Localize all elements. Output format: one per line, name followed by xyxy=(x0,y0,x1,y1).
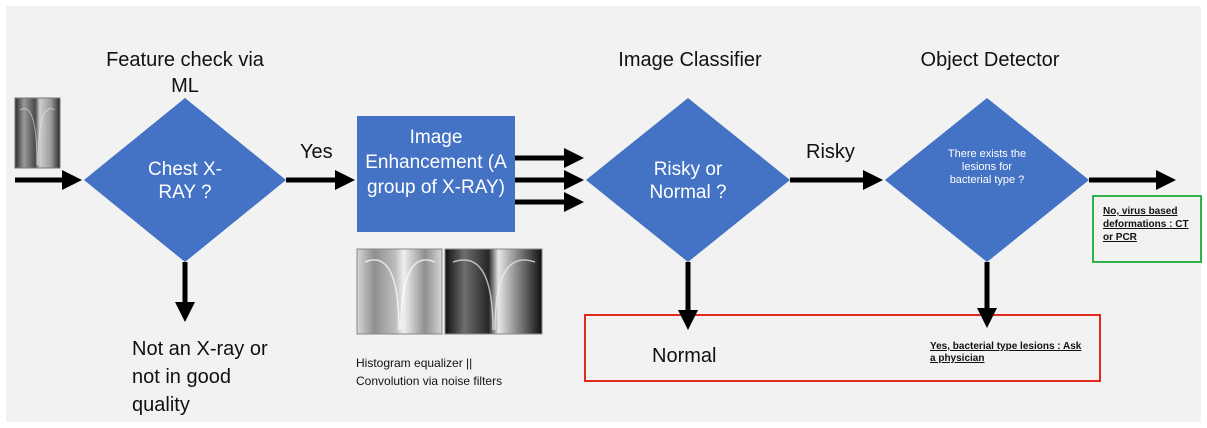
edge-label-yes: Yes xyxy=(300,141,333,163)
lesions-decision-node xyxy=(885,98,1089,262)
image-enhancement-node-label: Image Enhancement (A group of X-RAY) xyxy=(365,127,507,198)
image-enhancement-node xyxy=(357,116,515,232)
enhanced-xray-image-2 xyxy=(444,248,543,335)
outcome-virus: No, virus based deformations : CT or PCR xyxy=(1103,206,1189,243)
heading-image-classifier: Image Classifier xyxy=(618,49,762,71)
edge-label-risky: Risky xyxy=(806,141,855,163)
risky-normal-node-label: Risky or Normal ? xyxy=(649,159,727,203)
lesions-node-label: There exists the lesions for bacterial t… xyxy=(947,148,1027,186)
outcome-box-red xyxy=(584,314,1101,382)
outcome-bacterial: Yes, bacterial type lesions : Ask a phys… xyxy=(930,341,1082,364)
enhanced-xray-image-1 xyxy=(356,248,443,335)
outcome-not-xray: Not an X-ray or not in good quality xyxy=(132,338,268,416)
outcome-box-green xyxy=(1092,195,1202,263)
heading-feature-check: Feature check via ML xyxy=(106,49,264,97)
flow-arrows xyxy=(15,148,1176,330)
outcome-normal: Normal xyxy=(652,345,717,367)
enhancement-methods-caption: Histogram equalizer || Convolution via n… xyxy=(356,356,503,388)
heading-object-detector: Object Detector xyxy=(920,49,1060,71)
chest-xray-decision-node xyxy=(84,98,286,262)
risky-normal-decision-node xyxy=(586,98,790,262)
input-xray-image xyxy=(14,97,61,169)
chest-xray-node-label: Chest X-RAY ? xyxy=(148,159,222,203)
